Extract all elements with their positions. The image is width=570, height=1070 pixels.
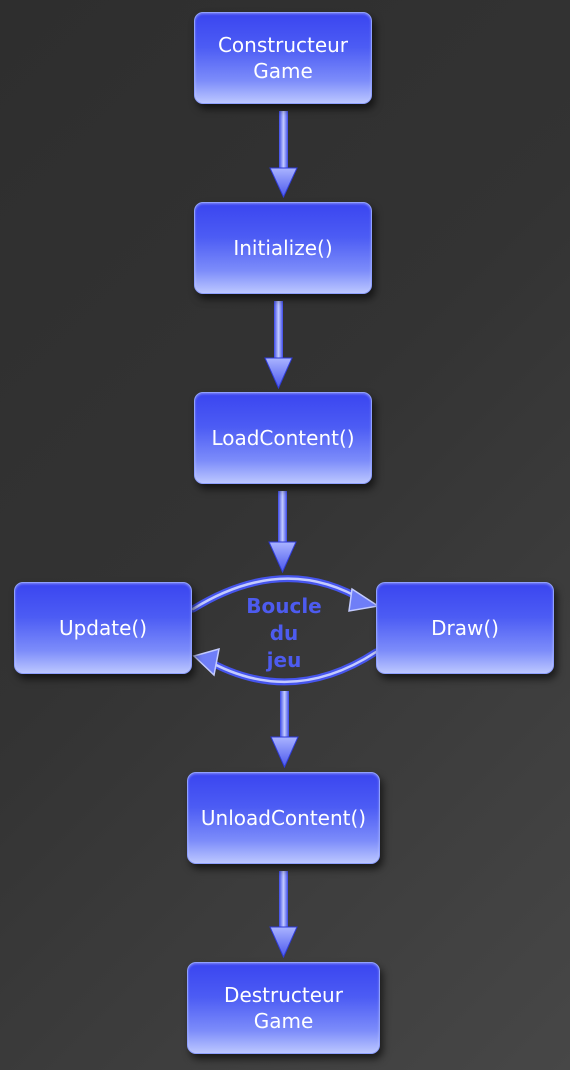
unload-content-box: UnloadContent() (187, 772, 380, 864)
arrow-unloadcontent-to-destructor (269, 871, 298, 959)
arrow-initialize-to-loadcontent (264, 301, 293, 390)
arrow-loadcontent-to-loop (268, 491, 297, 574)
game-loop-label: Boucle du jeu (246, 594, 322, 672)
loop-arc-draw-to-update (192, 647, 380, 686)
destructor-box: Destructeur Game (187, 962, 380, 1054)
draw-box: Draw() (376, 582, 554, 674)
constructor-box: Constructeur Game (194, 12, 372, 104)
arrow-loop-to-unloadcontent (270, 691, 299, 769)
update-box: Update() (14, 582, 192, 674)
arrow-constructor-to-initialize (269, 111, 298, 199)
initialize-box: Initialize() (194, 202, 372, 294)
load-content-box: LoadContent() (194, 392, 372, 484)
loop-arc-update-to-draw (189, 575, 381, 613)
